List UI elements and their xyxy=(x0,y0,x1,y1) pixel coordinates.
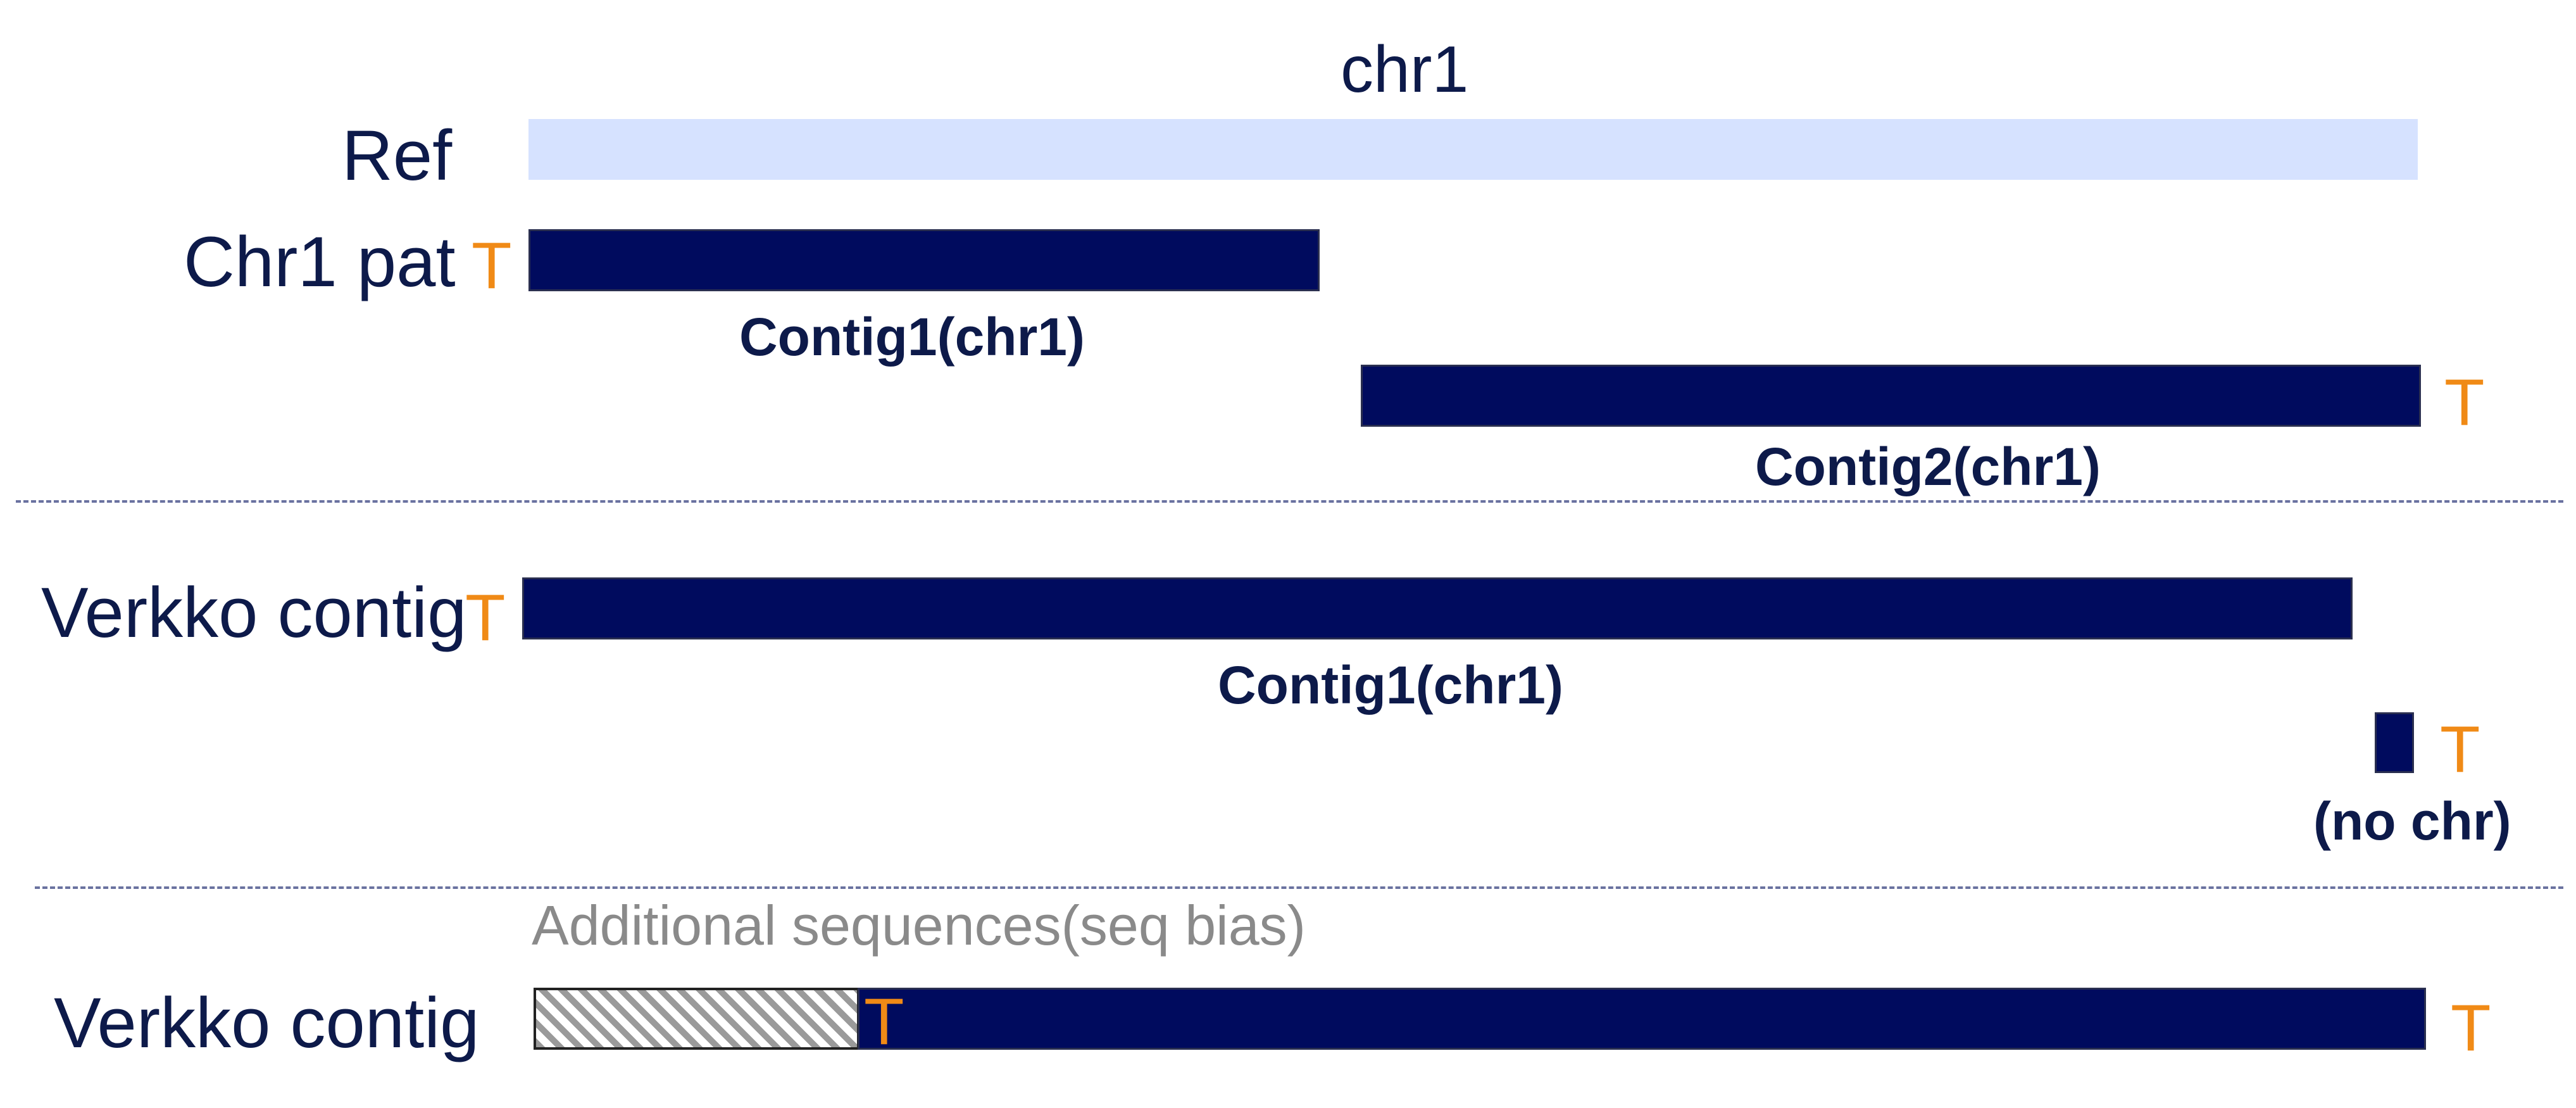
seq-bias-hatched-segment xyxy=(534,988,860,1050)
section-divider xyxy=(35,886,2563,889)
pat-telomere-marker: T xyxy=(472,229,512,303)
pat-contig1-label: Contig1(chr1) xyxy=(739,307,1085,367)
verkko2-inner-telomere-marker: T xyxy=(864,985,904,1059)
verkko2-row-label: Verkko contig xyxy=(54,983,480,1062)
pat-contig2-label: Contig2(chr1) xyxy=(1755,437,2101,496)
verkko1-contig1-bar xyxy=(522,577,2353,639)
additional-sequences-note: Additional sequences(seq bias) xyxy=(532,894,1306,957)
verkko1-row-label: Verkko contig xyxy=(41,573,467,652)
pat-row-label: Chr1 pat xyxy=(184,222,456,301)
verkko1-small-contig-label: (no chr) xyxy=(2313,791,2511,851)
verkko1-small-contig-telomere-marker: T xyxy=(2440,713,2480,786)
section-divider xyxy=(16,500,2563,503)
verkko1-telomere-marker: T xyxy=(465,581,506,655)
chromosome-title: chr1 xyxy=(1341,33,1469,106)
pat-contig2-telomere-marker: T xyxy=(2444,366,2485,439)
pat-contig1-bar xyxy=(528,229,1320,291)
verkko2-end-telomere-marker: T xyxy=(2451,992,2491,1065)
reference-bar xyxy=(528,119,2418,180)
verkko1-contig1-label: Contig1(chr1) xyxy=(1218,655,1563,715)
pat-contig2-bar xyxy=(1361,365,2421,427)
verkko1-small-contig-bar xyxy=(2375,712,2414,773)
ref-row-label: Ref xyxy=(342,116,453,195)
verkko2-contig-bar xyxy=(858,988,2426,1050)
